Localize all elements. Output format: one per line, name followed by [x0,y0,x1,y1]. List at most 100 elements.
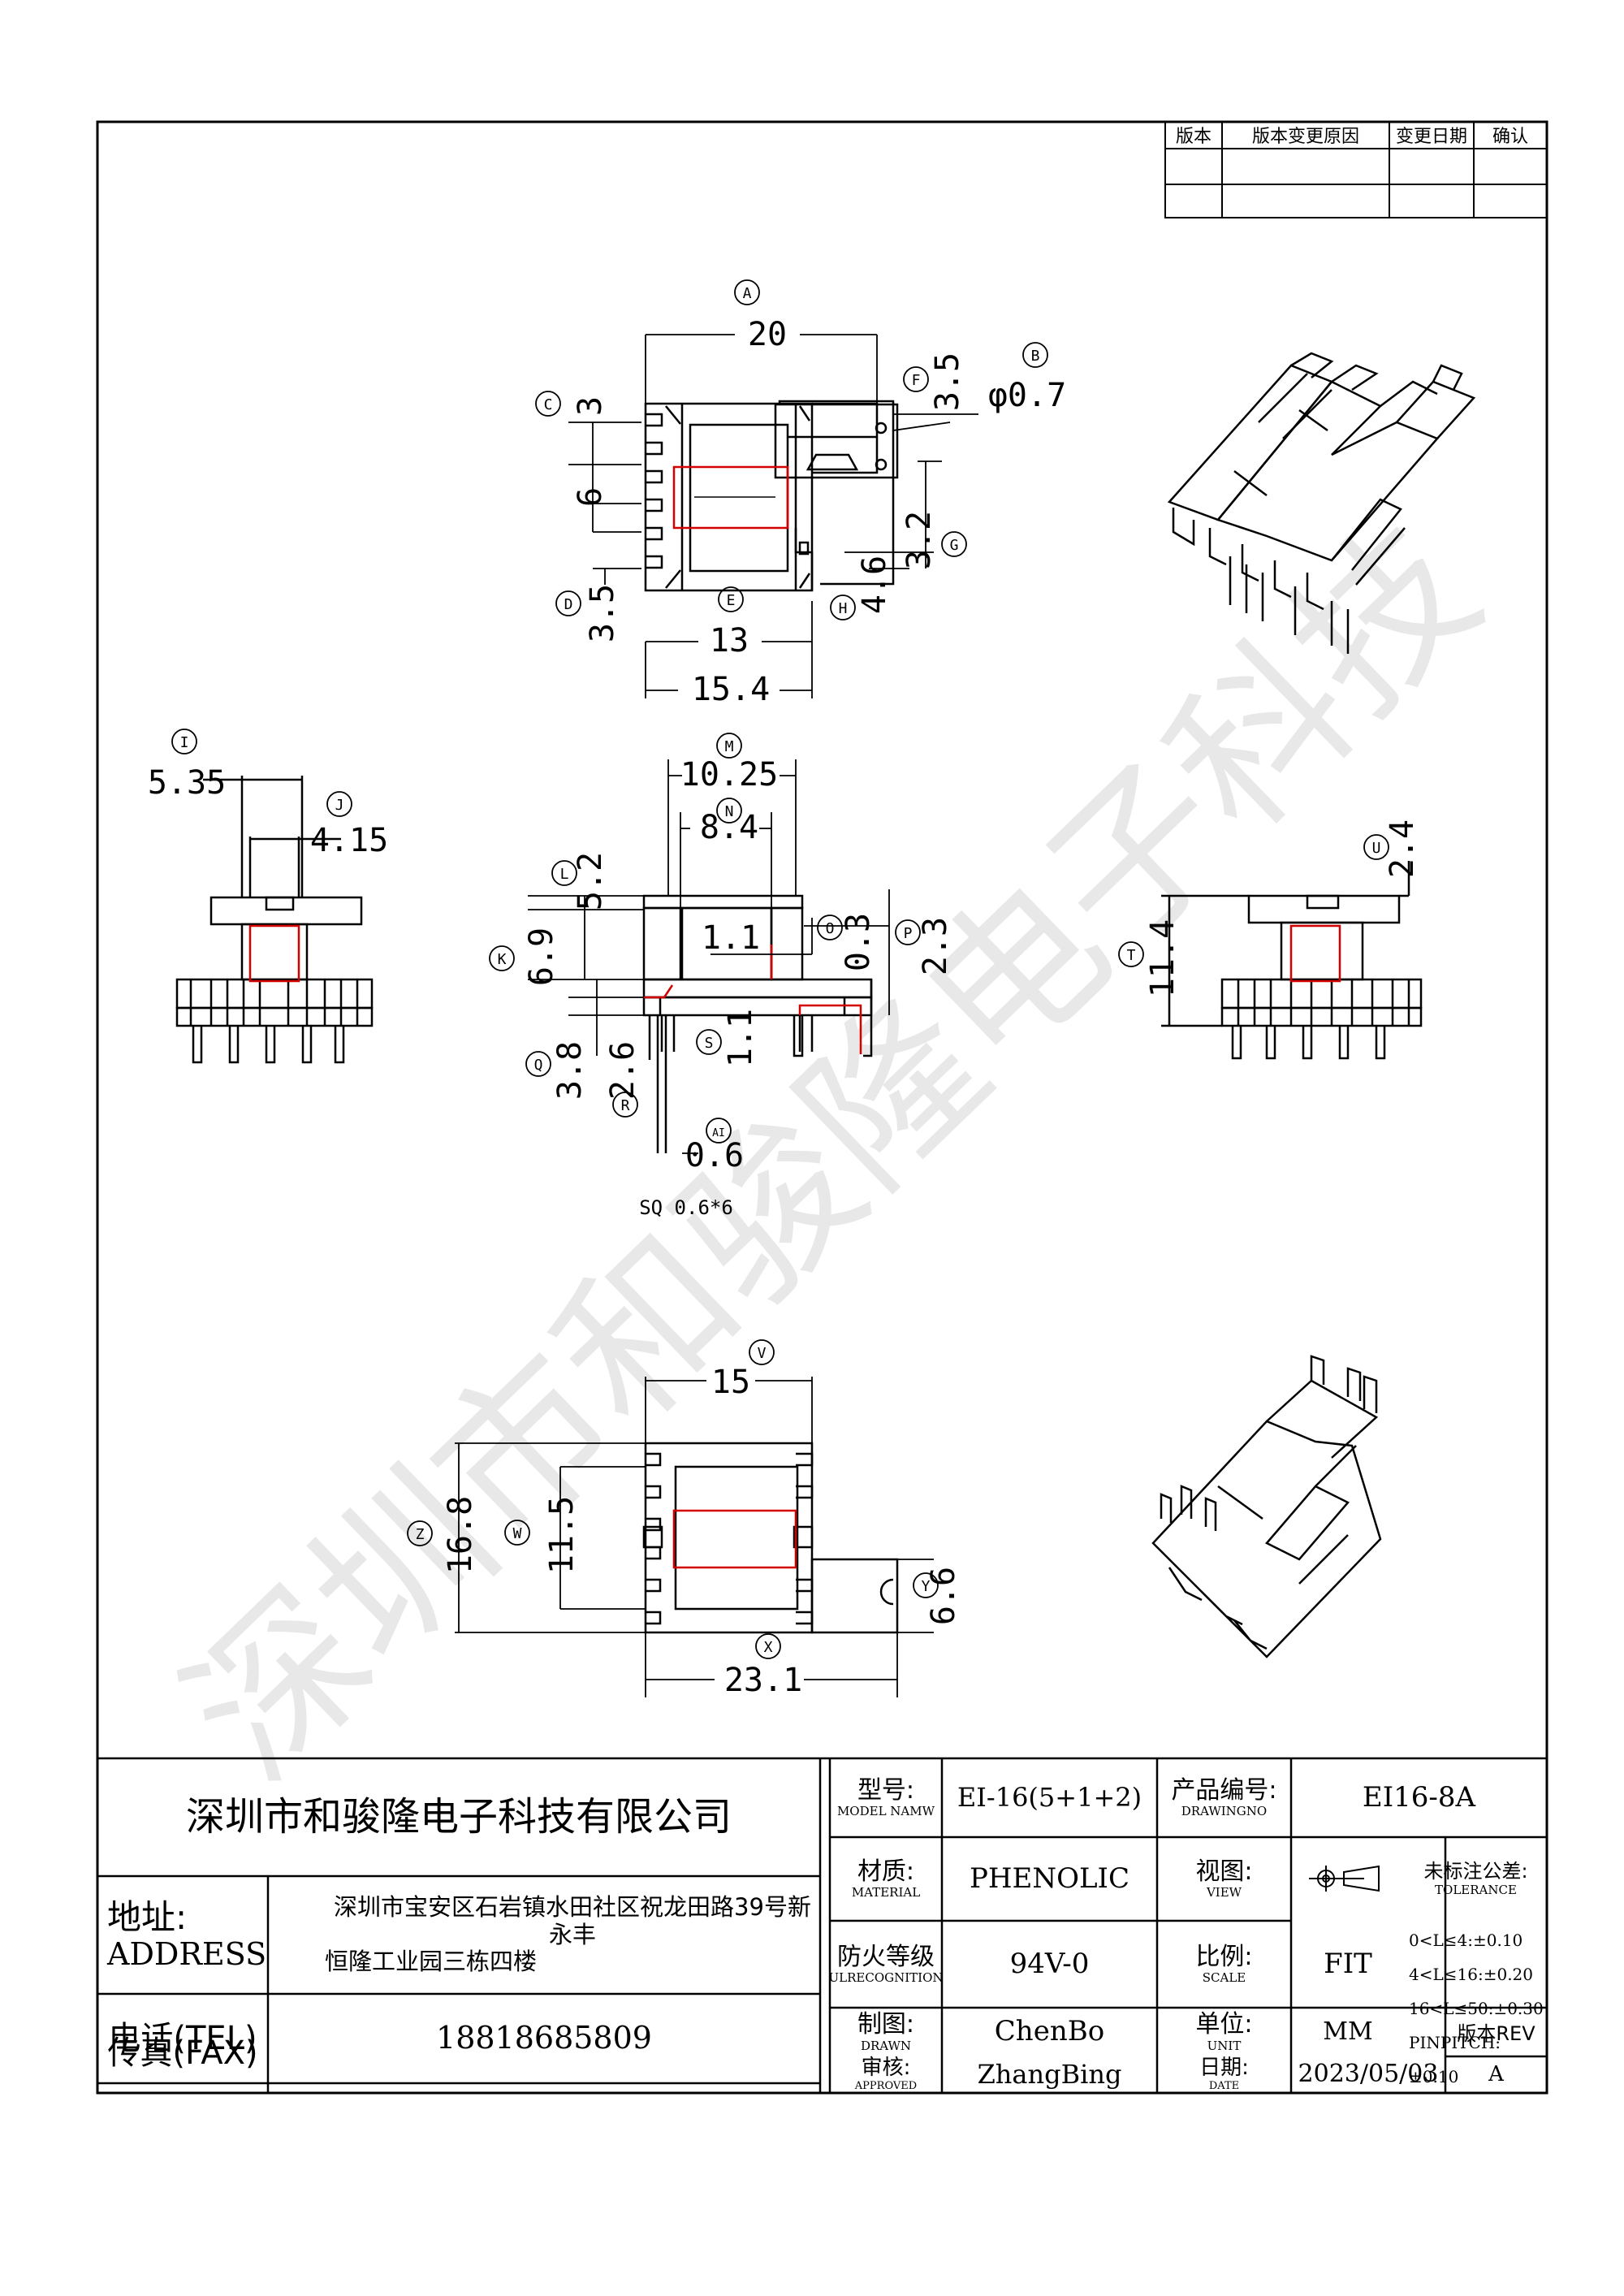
balloon-letter: N [725,803,734,820]
balloon-letter: J [335,797,344,814]
dim-c: 3 [572,396,609,416]
unit-label-en: UNIT [1207,2038,1242,2053]
balloon-letter: AI [712,1127,725,1139]
fax-label-visible: 传真(FAX) [107,2034,258,2072]
balloon-letter: V [758,1345,767,1362]
dim-x: 23.1 [724,1662,802,1699]
tolerance-label-en: TOLERANCE [1435,1882,1517,1897]
ul-value: 94V-0 [1009,1947,1090,1980]
balloon-letter: P [904,925,913,942]
drawn-label-cn: 制图: [857,2010,915,2039]
model-label-cn: 型号: [857,1775,915,1805]
unit-label-cn: 单位: [1195,2010,1253,2039]
model-label-en: MODEL NAMW [836,1804,935,1819]
tolerance-list: 0<L≤4:±0.10 4<L≤16:±0.20 16<L≤50:±0.30 P… [1409,1923,1545,2094]
rev-header-date: 变更日期 [1396,127,1467,147]
pin-note: SQ 0.6*6 [639,1196,733,1219]
balloon-letter: B [1031,348,1040,365]
company-name: 深圳市和骏隆电子科技有限公司 [185,1793,732,1840]
title-block-grid [97,1757,1547,2093]
balloon-letter: Y [922,1578,931,1595]
tolerance-3: 16<L≤50:±0.30 [1409,1999,1544,2018]
dim-t: 11.4 [1144,919,1181,997]
dim-ai: 0.6 [685,1137,744,1174]
tolerance-2: 4<L≤16:±0.20 [1409,1965,1533,1984]
dim-l: 5.2 [572,852,609,910]
dim-c6: 6 [572,487,609,507]
balloon-letter: E [727,592,736,609]
date-label-cn: 日期: [1199,2056,1249,2081]
address-line-1: 深圳市宝安区石岩镇水田社区祝龙田路39号新永丰 [334,1893,811,1948]
unit-label: 单位: UNIT [1157,2008,1291,2056]
dim-y: 6.6 [925,1567,962,1625]
date-value: 2023/05/03 [1298,2060,1439,2089]
approved-value: ZhangBing [977,2059,1122,2091]
ul-label-cn: 防火等级 [837,1942,935,1971]
scale-label-cn: 比例: [1195,1942,1253,1971]
balloon-letter: R [621,1097,630,1114]
balloon-letter: Z [416,1526,425,1543]
balloon-letter: H [839,600,848,617]
rev-header-reason: 版本变更原因 [1252,127,1359,147]
tel-value: 18818685809 [436,2020,652,2056]
material-label-cn: 材质: [857,1857,915,1886]
address-value: 深圳市宝安区石岩镇水田社区祝龙田路39号新永丰 恒隆工业园三栋四楼 [268,1876,820,1994]
date-label: 日期: DATE [1157,2056,1291,2093]
side-view-right [1161,861,1423,1060]
front-view [642,894,873,1153]
front-view-dimensions [528,759,890,1154]
iso-view-bottom [1151,1355,1382,1658]
rev-value: A [1488,2061,1504,2086]
balloon-letter: L [560,866,569,883]
tolerance-label-cn: 未标注公差: [1423,1860,1528,1883]
rev-label: 版本REV [1457,2022,1535,2046]
dim-u: 2.4 [1384,819,1421,878]
rev-header-confirm: 确认 [1492,127,1528,147]
dim-q: 3.8 [551,1041,589,1100]
scale-label: 比例: SCALE [1157,1921,1291,2008]
balloon-letter: S [705,1035,714,1052]
tolerance-4: PINPITCH:±0.10 [1409,2033,1501,2086]
tolerance-label: 未标注公差: TOLERANCE [1405,1837,1547,1921]
dim-m: 10.25 [680,756,778,793]
view-label-cn: 视图: [1195,1857,1253,1886]
address-label-en: ADDRESS [107,1935,267,1972]
material-label-en: MATERIAL [851,1885,921,1900]
ul-label-en: ULRECOGNITION [828,1970,944,1986]
dim-p: 2.3 [917,917,954,975]
balloon-letter: U [1372,840,1381,857]
dim-a: 20 [748,316,787,353]
bottom-view-core-window [672,1509,797,1569]
model-label: 型号: MODEL NAMW [830,1758,942,1837]
dim-mid: 1.1 [702,919,760,957]
dim-15-4: 15.4 [692,671,770,708]
view-label-en: VIEW [1206,1885,1242,1900]
side-view-left [175,776,374,1064]
dim-j: 4.15 [310,822,388,859]
projection-symbol-icon [1309,1865,1380,1892]
material-value: PHENOLIC [970,1861,1129,1895]
tolerance-1: 0<L≤4:±0.10 [1409,1931,1523,1950]
unit-value: MM [1323,2017,1373,2046]
rev-header-version: 版本 [1176,127,1212,147]
drawingno-label-en: DRAWINGNO [1181,1804,1268,1819]
scale-value: FIT [1324,1947,1372,1980]
address-label: 地址: ADDRESS [97,1876,268,1994]
top-view-core-window [672,465,789,530]
balloon-letter: Q [534,1057,543,1074]
balloon-letter: C [544,396,553,413]
dim-d: 3.5 [584,584,621,642]
tel-label: 电话(TEL) [108,2020,257,2057]
balloon-letter: A [743,285,752,302]
ul-label: 防火等级 ULRECOGNITION [828,1921,944,2008]
balloon-letter: D [564,596,573,613]
approved-label-cn: 审核: [861,2056,911,2081]
date-label-en: DATE [1208,2079,1240,2092]
balloons [171,279,1389,1659]
balloon-letter: W [513,1525,522,1542]
drawn-label: 制图: DRAWN [830,2008,942,2056]
balloon-letter: T [1127,947,1136,964]
dim-f: 3.5 [929,352,966,411]
